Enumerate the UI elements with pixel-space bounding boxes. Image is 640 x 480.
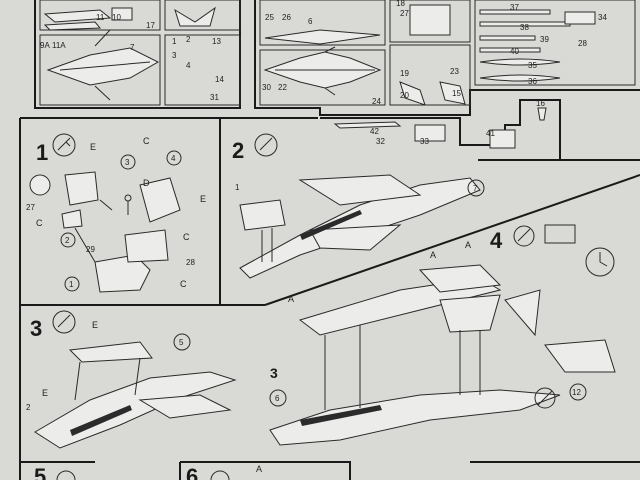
glue-icon: [513, 225, 535, 247]
part-number: 37: [510, 3, 519, 12]
marker: E: [90, 142, 96, 152]
step-number: 5: [34, 464, 46, 480]
part-number: 34: [598, 13, 607, 22]
marker: A: [465, 240, 471, 250]
step-number: 3: [30, 316, 42, 341]
part-number: 30: [262, 83, 271, 92]
glue-icon: [56, 470, 76, 480]
part-number: 22: [278, 83, 287, 92]
part-number: 1: [172, 37, 177, 46]
glue-icon: [210, 470, 230, 480]
part-number: 19: [400, 69, 409, 78]
part-number: 26: [282, 13, 291, 22]
sprue-diagram: 11 10 17 25 26 6 18 27 34 37 38 39 40 28…: [34, 0, 640, 161]
part-number: 40: [510, 47, 519, 56]
part-number: 35: [528, 61, 537, 70]
callout: 7: [473, 184, 478, 193]
marker: E: [92, 320, 98, 330]
tape-icon: [544, 224, 576, 244]
part-number: 11A: [52, 41, 66, 50]
step-3-panel: 3 5 2 E E: [26, 310, 237, 449]
marker: A: [288, 294, 294, 304]
callout: 3: [270, 365, 278, 381]
part-number: 38: [520, 23, 529, 32]
part-number: 16: [536, 99, 545, 108]
part-number: 31: [210, 93, 219, 102]
part-number: 36: [528, 77, 537, 86]
part-number: 15: [452, 89, 461, 98]
part-number: 17: [146, 21, 155, 30]
callout: 29: [86, 245, 95, 254]
callout: 2: [26, 403, 31, 412]
glue-icon: [52, 133, 76, 157]
callout: 3: [125, 158, 130, 167]
part-number: 14: [215, 75, 224, 84]
callout: 6: [275, 394, 280, 403]
marker: C: [180, 279, 187, 289]
step-number: 6: [186, 464, 198, 480]
marker: E: [200, 194, 206, 204]
step-6-panel: 6 A: [186, 464, 262, 480]
marker: C: [36, 218, 43, 228]
step-number: 2: [232, 138, 244, 163]
step-4-panel: 4 12 6 3 A A A: [269, 224, 616, 446]
marker: E: [42, 388, 48, 398]
callout: 1: [69, 280, 74, 289]
marker: D: [143, 178, 150, 188]
clock-icon: [585, 247, 615, 277]
part-number: 2: [186, 35, 191, 44]
step-5-panel: 5: [34, 464, 76, 480]
part-number: 23: [450, 67, 459, 76]
callout: 4: [171, 154, 176, 163]
marker: C: [143, 136, 150, 146]
step-2-panel: 2 7 1: [232, 133, 485, 279]
callout: 12: [572, 388, 581, 397]
marker: A: [256, 464, 262, 474]
step-1-panel: 1 E C D E C C C 3 4 2 1 27 29 28: [26, 133, 206, 293]
callout: 27: [26, 203, 35, 212]
marker: A: [430, 250, 436, 260]
part-number: 11: [96, 13, 105, 22]
glue-icon: [254, 133, 278, 157]
part-number: 18: [396, 0, 405, 8]
part-number: 6: [308, 17, 313, 26]
part-number: 20: [400, 91, 409, 100]
part-number: 3: [172, 51, 177, 60]
glue-icon: [52, 310, 76, 334]
steps-frame: [19, 117, 640, 480]
part-number: 41: [486, 129, 495, 138]
step-number: 1: [36, 140, 48, 165]
marker: C: [183, 232, 190, 242]
part-number: 32: [376, 137, 385, 146]
callout: 2: [65, 236, 70, 245]
part-number: 10: [112, 13, 121, 22]
part-number: 13: [212, 37, 221, 46]
step-number: 4: [490, 228, 503, 253]
callout: 1: [235, 183, 240, 192]
part-number: 28: [578, 39, 587, 48]
part-number: 33: [420, 137, 429, 146]
part-number: 7: [130, 43, 135, 52]
part-number: 39: [540, 35, 549, 44]
part-number: 42: [370, 127, 379, 136]
part-number: 25: [265, 13, 274, 22]
callout: 28: [186, 258, 195, 267]
part-number: 9A: [40, 41, 50, 50]
no-glue-icon: [534, 387, 556, 409]
part-number: 4: [186, 61, 191, 70]
callout: 5: [179, 338, 184, 347]
part-number: 24: [372, 97, 381, 106]
part-number: 27: [400, 9, 409, 18]
